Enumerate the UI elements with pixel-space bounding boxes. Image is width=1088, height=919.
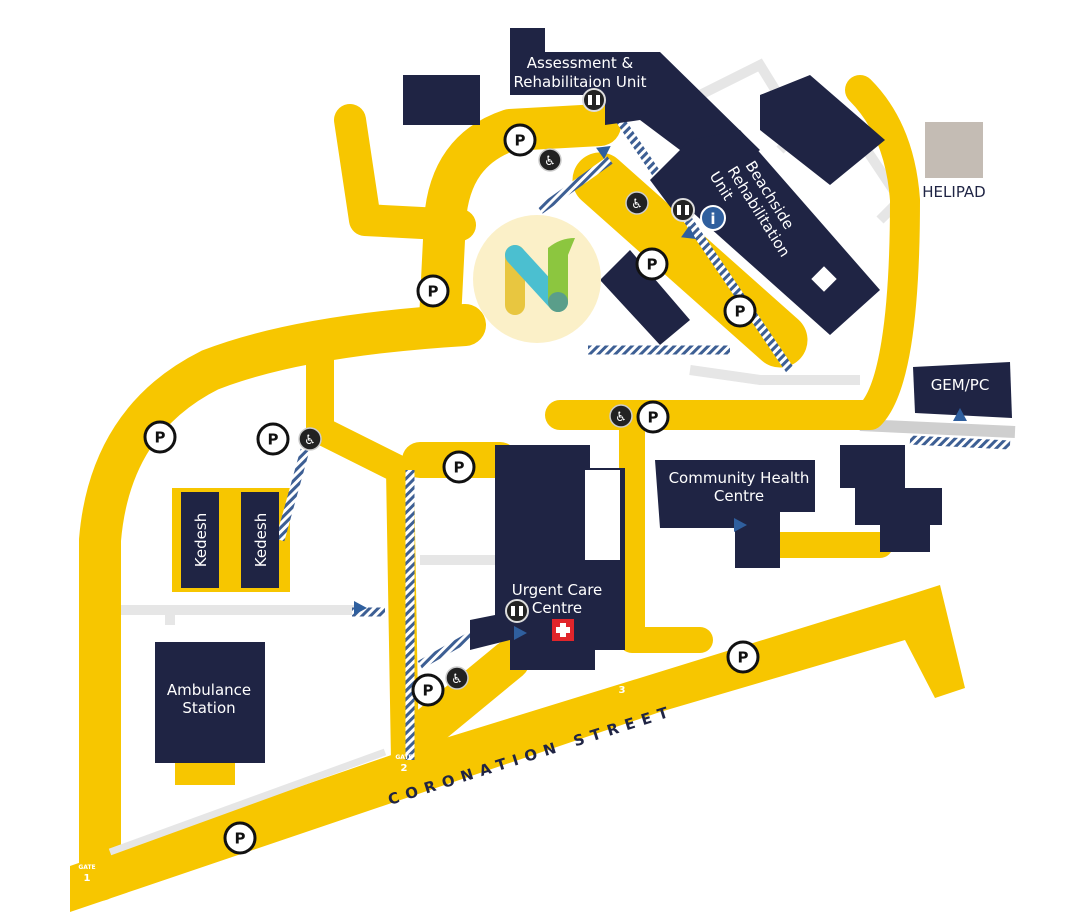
ambulance-station <box>155 642 265 763</box>
entrance-arrow-icon <box>953 408 967 421</box>
yard <box>175 760 235 785</box>
logo <box>473 215 601 343</box>
helipad-label: HELIPAD <box>922 183 985 201</box>
gate-3: GATE 3 <box>613 676 630 696</box>
accessible-paths <box>275 117 1011 760</box>
parking-icon: P <box>416 274 450 308</box>
parking-icon: P <box>143 420 177 454</box>
toilets-icon <box>505 599 529 623</box>
first-aid-icon <box>552 619 574 641</box>
svg-text:P: P <box>268 431 279 449</box>
kedesh-label-2: Kedesh <box>252 513 270 567</box>
street-kerb <box>108 748 387 856</box>
parking-icon: P <box>635 247 669 281</box>
parking-icon: P <box>726 640 760 674</box>
svg-text:P: P <box>155 429 166 447</box>
svg-text:2: 2 <box>401 763 408 774</box>
svg-text:♿: ♿ <box>631 197 643 212</box>
parking-icon: P <box>503 123 537 157</box>
entrance-arrow-icon <box>681 225 696 240</box>
svg-text:P: P <box>454 459 465 477</box>
wheelchair-access-icon: ♿ <box>625 191 649 215</box>
entrance-arrow-icon <box>514 626 527 640</box>
gate-2: GATE 2 <box>395 754 412 774</box>
kedesh-label-1: Kedesh <box>192 513 210 567</box>
gate-1: GATE 1 <box>78 864 95 884</box>
svg-text:P: P <box>738 649 749 667</box>
toilets-icon <box>582 88 606 112</box>
entrance-arrow-icon <box>734 518 747 532</box>
building-west-wing <box>600 250 690 345</box>
parking-icon: P <box>411 673 445 707</box>
svg-text:1: 1 <box>84 873 91 884</box>
svg-text:GATE: GATE <box>613 676 630 683</box>
svg-text:P: P <box>648 409 659 427</box>
information-icon: i <box>700 205 726 231</box>
toilets-icon <box>671 198 695 222</box>
svg-text:♿: ♿ <box>451 672 463 687</box>
svg-text:3: 3 <box>619 685 626 696</box>
building-north-east <box>760 75 885 185</box>
wheelchair-access-icon: ♿ <box>609 404 633 428</box>
wheelchair-access-icon: ♿ <box>445 666 469 690</box>
gem-pc-label: GEM/PC <box>931 376 990 394</box>
wheelchair-access-icon: ♿ <box>298 427 322 451</box>
svg-text:i: i <box>710 210 715 228</box>
ambulance-label-2: Station <box>182 699 235 717</box>
svg-text:♿: ♿ <box>304 433 316 448</box>
gem-pc-building <box>913 362 1012 418</box>
svg-text:P: P <box>515 132 526 150</box>
community-label-2: Centre <box>714 487 764 505</box>
svg-text:♿: ♿ <box>615 410 627 425</box>
wheelchair-access-icon: ♿ <box>538 148 562 172</box>
svg-text:♿: ♿ <box>544 154 556 169</box>
entrance-arrow-icon <box>354 601 367 615</box>
svg-text:P: P <box>647 256 658 274</box>
ambulance-label-1: Ambulance <box>167 681 251 699</box>
assessment-label-1: Assessment & <box>527 54 634 72</box>
svg-text:P: P <box>423 682 434 700</box>
parking-icon: P <box>636 400 670 434</box>
community-label-1: Community Health <box>669 469 810 487</box>
svg-text:GATE: GATE <box>78 864 95 871</box>
svg-text:GATE: GATE <box>395 754 412 761</box>
parking-icon: P <box>223 821 257 855</box>
entrance-arrow-icon <box>596 145 611 160</box>
svg-text:P: P <box>735 303 746 321</box>
building-east <box>840 445 942 552</box>
helipad <box>925 122 983 178</box>
parking-icon: P <box>256 422 290 456</box>
parking-icon: P <box>723 294 757 328</box>
community-health-centre <box>655 460 815 568</box>
assessment-label-2: Rehabilitaion Unit <box>514 73 647 91</box>
building-top-left <box>403 75 480 125</box>
kedesh-building-2 <box>241 492 279 588</box>
svg-text:P: P <box>235 830 246 848</box>
svg-text:P: P <box>428 283 439 301</box>
urgent-care-label-1: Urgent Care <box>512 581 603 599</box>
parking-icon: P <box>442 450 476 484</box>
kedesh-building-1 <box>181 492 219 588</box>
urgent-care-label-2: Centre <box>532 599 582 617</box>
